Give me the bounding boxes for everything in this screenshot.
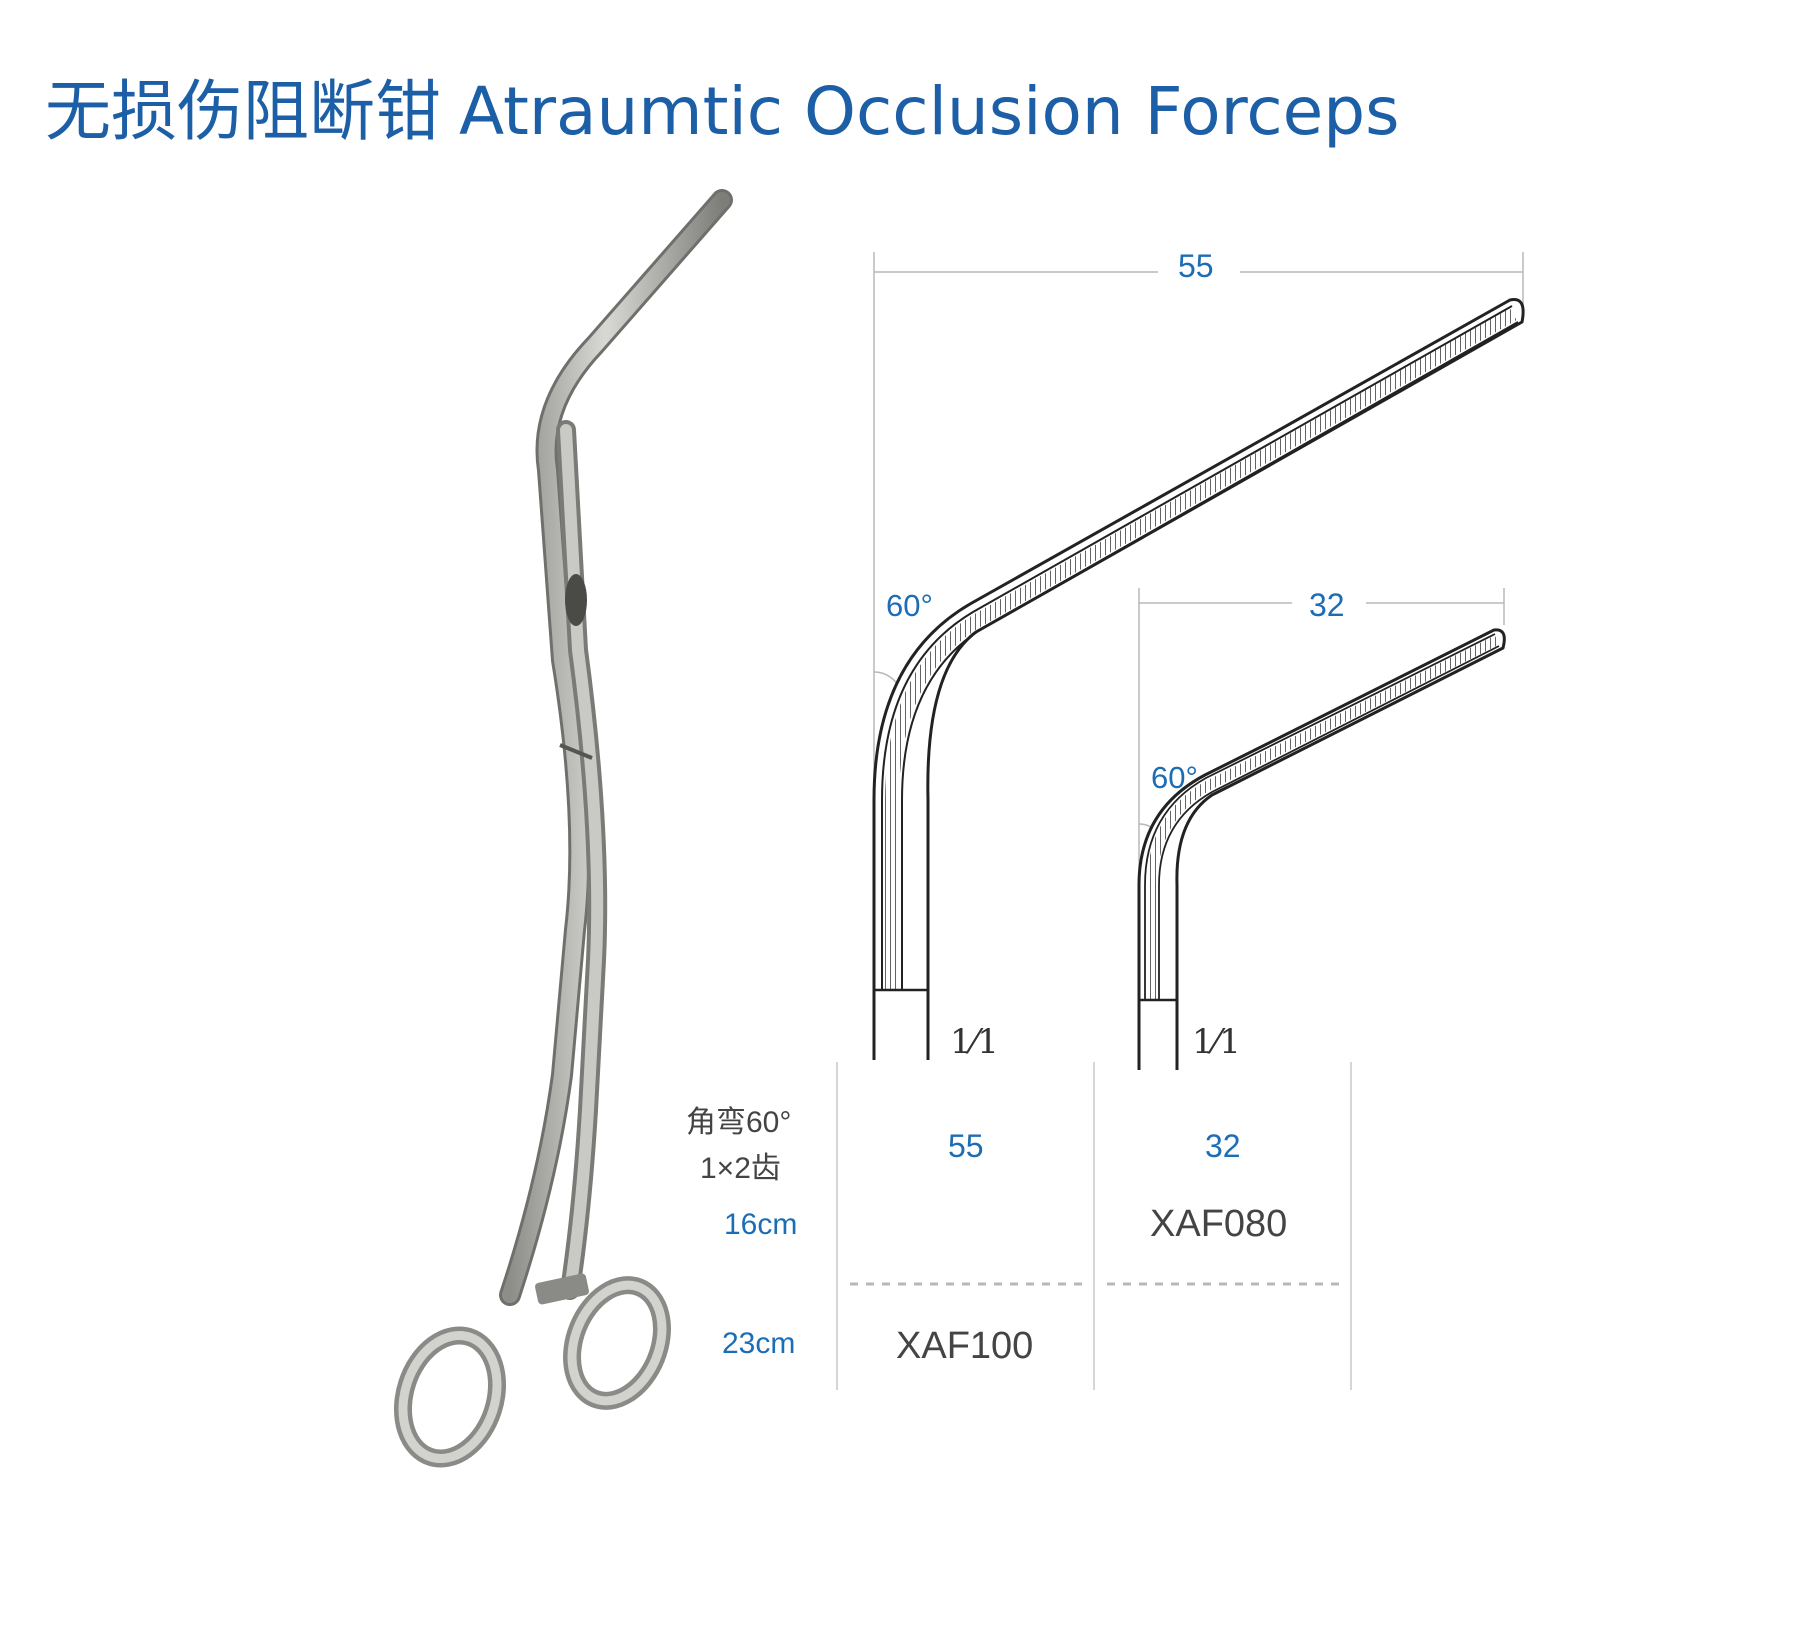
angle-label-large: 60° [886,588,933,623]
dimension-label-55: 55 [1178,248,1214,284]
dimension-label-32: 32 [1309,587,1345,623]
column-header-55: 55 [948,1128,984,1164]
row-header-angle: 角弯60° [686,1106,792,1139]
code-xaf080: XAF080 [1150,1203,1288,1245]
jaw-drawing-large [872,252,1525,1060]
title-en: Atraumtic Occlusion Forceps [459,73,1400,150]
column-header-32: 32 [1205,1128,1241,1164]
row-header-teeth: 1×2齿 [700,1152,781,1185]
teeth-ratio-small: 1⁄1 [1192,1022,1241,1062]
spec-table-grid [836,1062,1352,1390]
forceps-photo [393,189,733,1468]
angle-label-small: 60° [1151,760,1198,795]
title-cn: 无损伤阻断钳 [45,73,441,150]
size-label-23cm: 23cm [722,1327,796,1360]
code-xaf100: XAF100 [896,1325,1034,1367]
teeth-ratio-large: 1⁄1 [950,1022,999,1062]
size-label-16cm: 16cm [724,1208,798,1241]
jaw-drawing-small [1137,588,1506,1070]
